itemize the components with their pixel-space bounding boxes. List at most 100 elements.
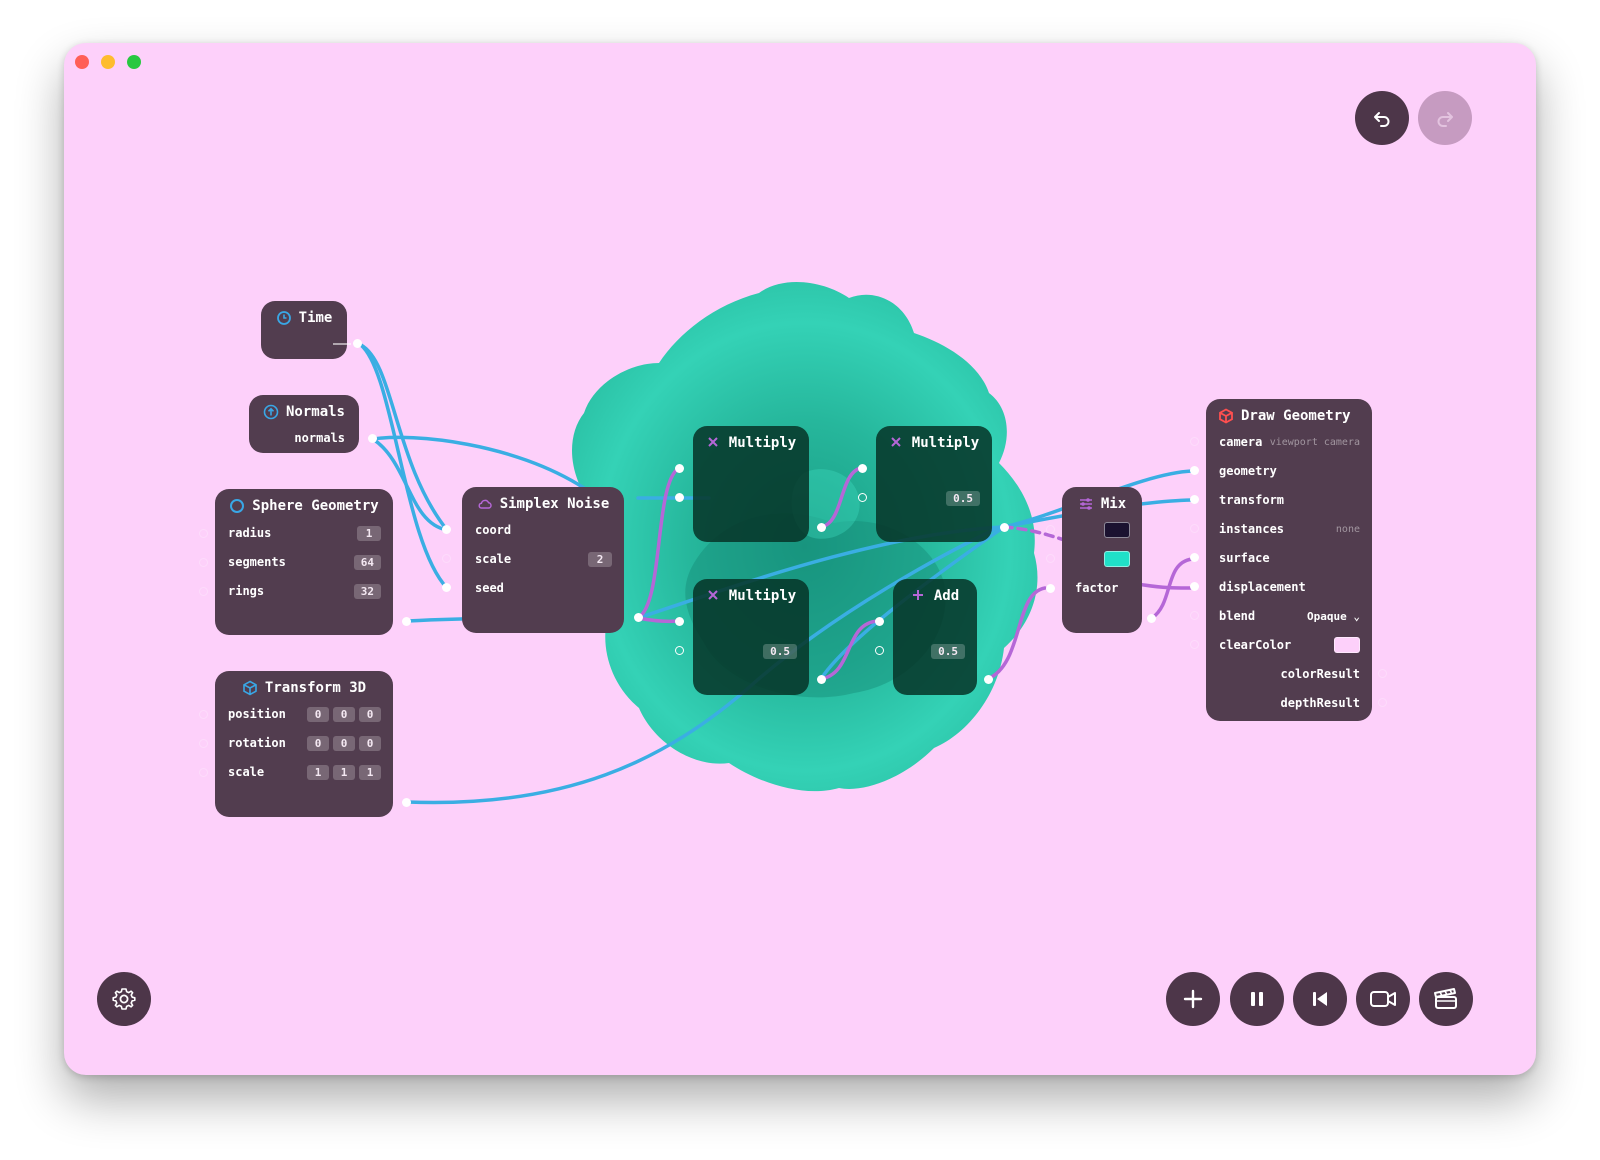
input-port[interactable] — [199, 739, 208, 748]
render-clip-button[interactable] — [1419, 972, 1473, 1026]
rotation-z[interactable]: 0 — [359, 735, 381, 751]
input-port-a[interactable] — [675, 617, 684, 626]
output-port[interactable] — [353, 339, 362, 348]
node-time[interactable]: Time — [261, 301, 362, 359]
param-value[interactable]: 64 — [353, 554, 381, 570]
param-row-surface[interactable]: surface — [1219, 549, 1360, 567]
output-port-depth[interactable] — [1378, 698, 1387, 707]
undo-button[interactable] — [1355, 91, 1409, 145]
input-port-blend[interactable] — [1190, 611, 1199, 620]
output-port[interactable] — [634, 613, 643, 622]
param-row-instances[interactable]: instances none — [1219, 520, 1360, 538]
param-value[interactable]: 32 — [353, 583, 381, 599]
node-sphere-geometry[interactable]: Sphere Geometry radius 1 segments 64 rin… — [199, 489, 411, 635]
input-port-b[interactable] — [675, 646, 684, 655]
param-row-scale[interactable]: scale 2 — [475, 550, 612, 568]
output-port[interactable] — [817, 675, 826, 684]
param-row-b[interactable]: 0.5 — [706, 642, 797, 660]
param-row-b[interactable]: 0.5 — [906, 642, 965, 660]
param-row-b[interactable]: 0.5 — [889, 489, 980, 507]
input-port-transform[interactable] — [1190, 495, 1199, 504]
output-port[interactable] — [402, 798, 411, 807]
output-port[interactable] — [368, 434, 377, 443]
input-port[interactable] — [199, 710, 208, 719]
output-port[interactable] — [1000, 523, 1009, 532]
scale-y[interactable]: 1 — [333, 764, 355, 780]
position-y[interactable]: 0 — [333, 706, 355, 722]
rotation-x[interactable]: 0 — [307, 735, 329, 751]
input-port-clear-color[interactable] — [1190, 640, 1199, 649]
position-z[interactable]: 0 — [359, 706, 381, 722]
window-close-button[interactable] — [75, 55, 89, 69]
input-port-b[interactable] — [875, 646, 884, 655]
param-value[interactable]: 0.5 — [763, 643, 797, 659]
input-port-b[interactable] — [675, 493, 684, 502]
param-row-segments[interactable]: segments 64 — [228, 553, 381, 571]
node-simplex-noise[interactable]: Simplex Noise coord scale 2 seed — [442, 487, 643, 633]
param-row-color-b[interactable] — [1075, 550, 1130, 568]
output-port[interactable] — [1147, 614, 1156, 623]
input-port-seed[interactable] — [442, 583, 451, 592]
input-port-coord[interactable] — [442, 525, 451, 534]
param-row-transform[interactable]: transform — [1219, 491, 1360, 509]
color-swatch-a[interactable] — [1104, 522, 1130, 538]
input-port-displacement[interactable] — [1190, 582, 1199, 591]
node-mix[interactable]: Mix factor — [1046, 487, 1156, 633]
skip-back-button[interactable] — [1293, 972, 1347, 1026]
color-swatch-b[interactable] — [1104, 551, 1130, 567]
input-port-surface[interactable] — [1190, 553, 1199, 562]
window-maximize-button[interactable] — [127, 55, 141, 69]
redo-button[interactable] — [1418, 91, 1472, 145]
output-port-color[interactable] — [1378, 669, 1387, 678]
input-port-geometry[interactable] — [1190, 466, 1199, 475]
node-multiply-1[interactable]: Multiply — [675, 426, 826, 542]
param-row-displacement[interactable]: displacement — [1219, 578, 1360, 596]
rotation-y[interactable]: 0 — [333, 735, 355, 751]
clear-color-swatch[interactable] — [1334, 637, 1360, 653]
input-port-a[interactable] — [1046, 525, 1055, 534]
node-normals[interactable]: Normals normals — [249, 395, 377, 453]
scale-z[interactable]: 1 — [359, 764, 381, 780]
input-port-b[interactable] — [1046, 554, 1055, 563]
input-port-b[interactable] — [858, 493, 867, 502]
param-row-rings[interactable]: rings 32 — [228, 582, 381, 600]
param-row-seed[interactable]: seed — [475, 579, 612, 597]
param-value[interactable]: 2 — [588, 551, 612, 567]
param-row-blend[interactable]: blend Opaque ⌄ — [1219, 607, 1360, 625]
param-value[interactable]: 0.5 — [931, 643, 965, 659]
param-row-color-a[interactable] — [1075, 521, 1130, 539]
record-video-button[interactable] — [1356, 972, 1410, 1026]
node-multiply-2[interactable]: Multiply 0.5 — [858, 426, 1009, 542]
input-port[interactable] — [199, 529, 208, 538]
param-row-factor[interactable]: factor — [1075, 579, 1130, 597]
output-port[interactable] — [402, 617, 411, 626]
add-node-button[interactable] — [1166, 972, 1220, 1026]
blend-select[interactable]: Opaque ⌄ — [1307, 610, 1360, 623]
window-minimize-button[interactable] — [101, 55, 115, 69]
param-row-clear-color[interactable]: clearColor — [1219, 636, 1360, 654]
scale-x[interactable]: 1 — [307, 764, 329, 780]
node-draw-geometry[interactable]: Draw Geometry camera viewport camera geo… — [1190, 399, 1387, 721]
node-add[interactable]: Add 0.5 — [875, 579, 993, 695]
param-row-geometry[interactable]: geometry — [1219, 462, 1360, 480]
settings-button[interactable] — [97, 972, 151, 1026]
input-port[interactable] — [199, 587, 208, 596]
pause-button[interactable] — [1230, 972, 1284, 1026]
input-port-instances[interactable] — [1190, 524, 1199, 533]
param-row-radius[interactable]: radius 1 — [228, 524, 381, 542]
position-x[interactable]: 0 — [307, 706, 329, 722]
input-port-scale[interactable] — [442, 554, 451, 563]
input-port-a[interactable] — [858, 464, 867, 473]
param-value[interactable]: 0.5 — [946, 490, 980, 506]
param-value[interactable]: 1 — [357, 525, 381, 541]
input-port-camera[interactable] — [1190, 437, 1199, 446]
output-port[interactable] — [984, 675, 993, 684]
input-port-factor[interactable] — [1046, 584, 1055, 593]
param-row-coord[interactable]: coord — [475, 521, 612, 539]
output-port[interactable] — [817, 523, 826, 532]
param-row-camera[interactable]: camera viewport camera — [1219, 433, 1360, 451]
